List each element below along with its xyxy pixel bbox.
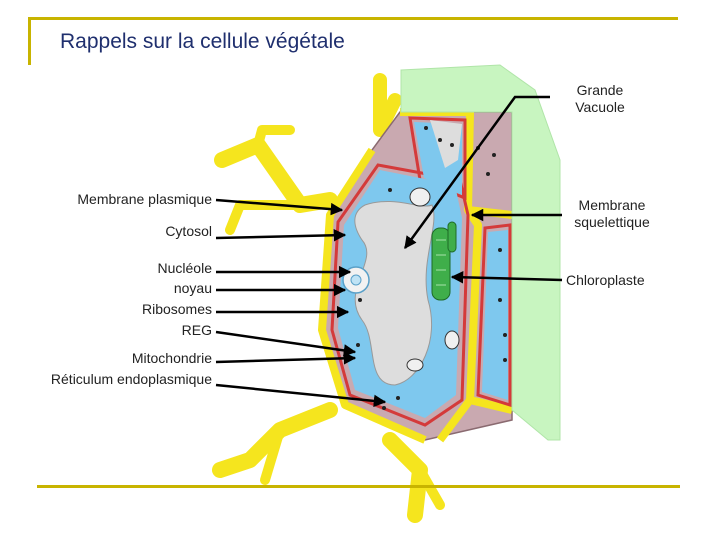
vacuole-top [430,120,462,168]
title-frame-left [28,17,31,65]
label-reticulum: Réticulum endoplasmique [50,371,212,387]
label-chloroplaste: Chloroplaste [566,272,645,288]
cytosol-right [482,230,508,400]
footer-divider [37,485,680,488]
leader-lines [215,95,563,408]
nucleolus [350,274,362,286]
title-frame-top [28,17,678,20]
label-cytosol: Cytosol [165,223,212,239]
vacuole-highlight [400,64,561,441]
label-noyau: noyau [173,280,212,296]
label-nucleole: Nucléole [157,260,212,276]
label-squelettique: squelettique [574,214,650,230]
label-grande-vacuole: Grande Vacuole [570,82,630,116]
label-ribosomes: Ribosomes [141,301,212,317]
plasma-membrane [330,116,512,427]
label-membrane-squelettique: Membrane squelettique [562,197,662,231]
chloroplasts [431,221,457,301]
label-reg: REG [181,322,212,338]
mitochondria [406,187,460,372]
label-membrane: Membrane [578,197,646,213]
label-membrane-plasmique: Membrane plasmique [77,191,212,207]
title-frame [28,17,678,65]
slide-title: Rappels sur la cellule végétale [60,30,345,53]
label-grande: Grande [576,82,624,98]
label-mitochondrie: Mitochondrie [131,350,212,366]
label-vacuole: Vacuole [575,99,625,115]
